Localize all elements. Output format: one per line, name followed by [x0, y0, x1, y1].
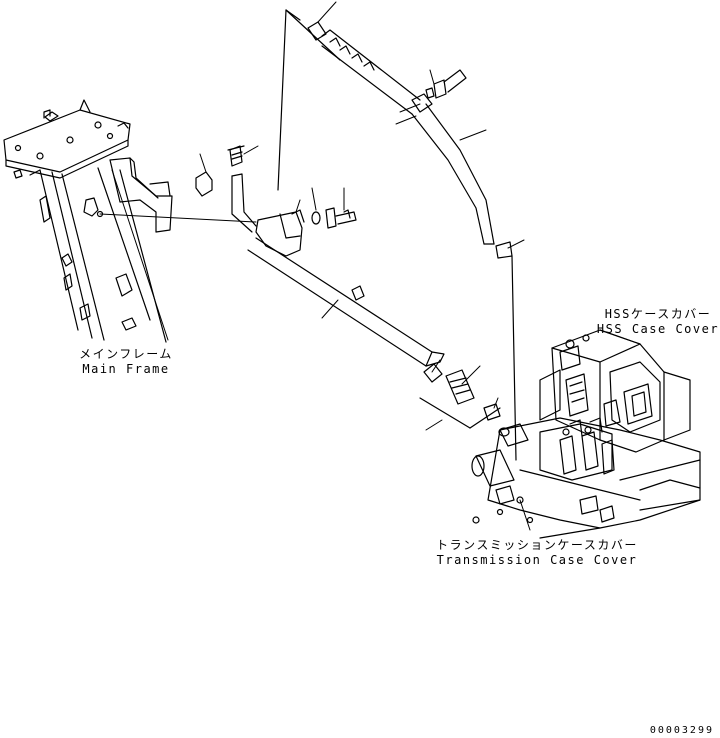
transmission-case-cover-label-jp: トランスミッションケースカバー: [436, 538, 638, 552]
main-frame-label: メインフレーム Main Frame: [70, 347, 182, 377]
leader-lines: [99, 1, 641, 531]
transmission-case-cover-label: トランスミッションケースカバー Transmission Case Cover: [428, 538, 646, 568]
main-frame: [3, 99, 173, 343]
main-frame-label-en: Main Frame: [82, 362, 170, 376]
transmission-case-cover-label-en: Transmission Case Cover: [436, 553, 638, 567]
hss-case-cover-label-en: HSS Case Cover: [596, 322, 720, 336]
hss-case-cover-label-jp: HSSケースカバー: [604, 307, 712, 321]
document-number: 00003299: [649, 725, 714, 736]
transmission-assembly: [471, 329, 701, 539]
hose-sections: [419, 363, 501, 429]
upper-hose: [285, 9, 517, 461]
pipe-assembly: [195, 9, 445, 367]
main-frame-label-jp: メインフレーム: [79, 347, 173, 361]
hss-case-cover-label: HSSケースカバー HSS Case Cover: [596, 307, 720, 337]
